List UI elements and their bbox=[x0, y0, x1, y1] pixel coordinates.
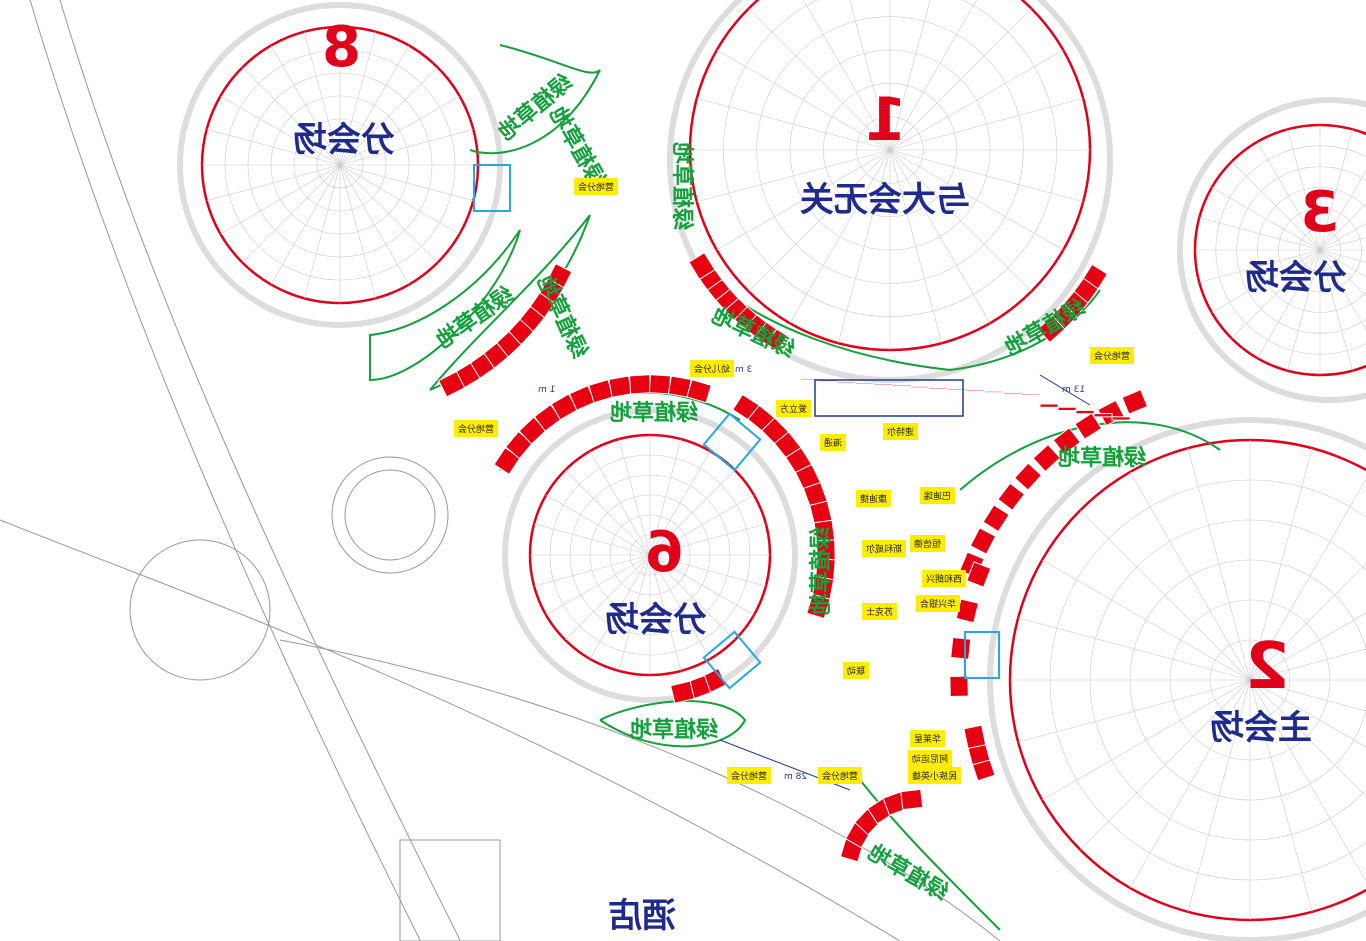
booth-block bbox=[686, 379, 712, 404]
hotel-label: 酒店 bbox=[608, 896, 676, 936]
lawn-label: 绿植草地 bbox=[610, 401, 699, 426]
lawn-label: 绿植草地 bbox=[630, 718, 719, 743]
venue-grid bbox=[202, 0, 1366, 920]
booth-tag: 巴迪瑞 bbox=[920, 487, 956, 504]
booth-tag: 营地分会 bbox=[818, 767, 863, 784]
venue-8-label: 分会场 bbox=[293, 120, 395, 160]
booth-block bbox=[949, 675, 969, 698]
booth-block bbox=[629, 374, 652, 395]
booth-block bbox=[1039, 403, 1059, 408]
venue-2-number: 2 bbox=[1245, 630, 1290, 704]
booth-block bbox=[873, 383, 893, 386]
booth-block bbox=[910, 385, 930, 389]
booth-tag: 苏克士 bbox=[862, 603, 898, 620]
hotel-building bbox=[399, 839, 501, 941]
dimension-label: 3 m bbox=[735, 365, 753, 375]
booth-block bbox=[854, 382, 875, 385]
booth-tag: 民族小英雄 bbox=[908, 767, 962, 784]
booth-block bbox=[1032, 443, 1061, 473]
booth-block bbox=[806, 593, 831, 620]
booth-block bbox=[984, 390, 1004, 394]
booth-tag: 西和朗兴 bbox=[922, 570, 967, 587]
booth-block bbox=[891, 384, 912, 387]
booth-tag: 海通 bbox=[820, 434, 847, 451]
dimension-label: 13 m bbox=[1062, 385, 1086, 395]
booth-block bbox=[1074, 412, 1103, 440]
venue-8-number: 8 bbox=[322, 15, 361, 80]
booth-block bbox=[670, 680, 695, 704]
booth-block bbox=[969, 527, 997, 555]
booth-tag: 阿尼运动 bbox=[908, 750, 953, 767]
booth-block bbox=[1052, 427, 1081, 456]
booth-tag: 联动 bbox=[843, 662, 870, 679]
booth-block bbox=[836, 380, 856, 384]
booth-tag: 华莱星 bbox=[910, 730, 946, 747]
booth-block bbox=[1121, 389, 1149, 415]
booth-block bbox=[438, 370, 466, 398]
booth-block bbox=[1013, 462, 1043, 491]
venue-6-number: 6 bbox=[645, 520, 684, 585]
booth-block bbox=[1057, 406, 1077, 412]
booth-block bbox=[997, 482, 1026, 511]
booth-tag: 斯科威尔 bbox=[862, 540, 907, 557]
booth-tag: 康迪捷 bbox=[856, 490, 892, 507]
booth-block bbox=[1075, 409, 1095, 415]
booth-block bbox=[947, 388, 967, 391]
booth-tag: 速特尔 bbox=[883, 423, 919, 440]
venue-2-label: 主会场 bbox=[1210, 708, 1312, 748]
booth-block bbox=[963, 724, 987, 750]
booth-blocks bbox=[438, 252, 1149, 863]
roads bbox=[0, 0, 1001, 941]
booth-tag: 营地分会 bbox=[1090, 347, 1135, 364]
booth-block bbox=[648, 374, 671, 395]
booth-block bbox=[1111, 416, 1131, 421]
booth-block bbox=[688, 252, 716, 280]
booth-block bbox=[928, 387, 949, 390]
booth-tag: 营地分会 bbox=[574, 178, 619, 195]
dimension-label: 1 m bbox=[538, 385, 556, 395]
venue-1-label: 与大会无关 bbox=[800, 180, 970, 220]
booth-block bbox=[1002, 392, 1023, 395]
booth-tag: 营地分会 bbox=[727, 767, 772, 784]
booth-block bbox=[900, 788, 924, 811]
lawn-label: 绿植草地 bbox=[809, 526, 835, 616]
booth-tag: 营地分会 bbox=[454, 420, 499, 437]
venue-6-label: 分会场 bbox=[605, 600, 707, 640]
booth-tag: 恒信德 bbox=[910, 535, 946, 552]
venue-3-number: 3 bbox=[1300, 180, 1339, 245]
booth-block bbox=[965, 389, 986, 392]
booth-tag: 爱立方 bbox=[776, 400, 812, 417]
dimension-label: 28 m bbox=[784, 772, 808, 782]
booth-block bbox=[1093, 413, 1113, 418]
booth-tag: 幼儿分会 bbox=[690, 360, 735, 377]
booth-zone-outline bbox=[814, 379, 964, 417]
lawn-label: 绿植草地 bbox=[669, 141, 695, 231]
booth-block bbox=[982, 504, 1010, 533]
venue-1-number: 1 bbox=[865, 85, 907, 155]
booth-tag: 华兴银合 bbox=[916, 595, 961, 612]
booth-block bbox=[966, 561, 992, 588]
booth-block bbox=[1021, 393, 1041, 396]
booth-block bbox=[1037, 315, 1066, 344]
lawn-label: 绿植草地 bbox=[1058, 446, 1147, 471]
wayfinding-boxes bbox=[473, 164, 1000, 690]
venue-3-label: 分会场 bbox=[1245, 258, 1347, 298]
booth-block bbox=[950, 636, 972, 660]
